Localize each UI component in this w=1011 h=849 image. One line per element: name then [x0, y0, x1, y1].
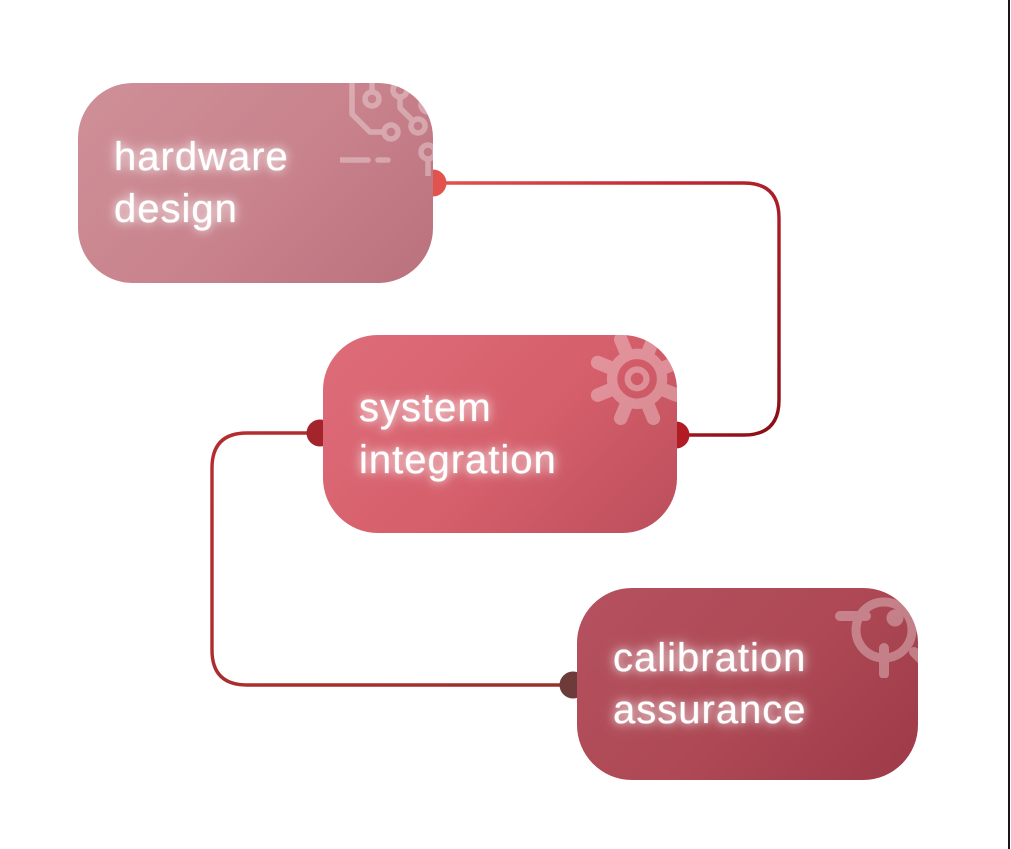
node-label-line1: calibration: [613, 636, 807, 680]
node-hardware-design: hardware design: [78, 83, 433, 283]
target-icon: [834, 588, 918, 679]
node-calibration-assurance: calibration assurance: [577, 588, 918, 780]
circuit-board-icon: [337, 83, 433, 179]
gear-icon: [583, 335, 677, 435]
node-label-line1: system: [359, 386, 492, 430]
node-label-line1: hardware: [114, 135, 289, 179]
screen-edge-line: [1008, 0, 1010, 849]
connector-system-to-calibration: [210, 431, 575, 687]
node-label-line2: integration: [359, 438, 557, 482]
node-label-line2: assurance: [613, 688, 807, 732]
node-system-integration: system integration: [323, 335, 677, 533]
node-label-line2: design: [114, 187, 238, 231]
connector-hardware-to-system: [431, 181, 781, 437]
